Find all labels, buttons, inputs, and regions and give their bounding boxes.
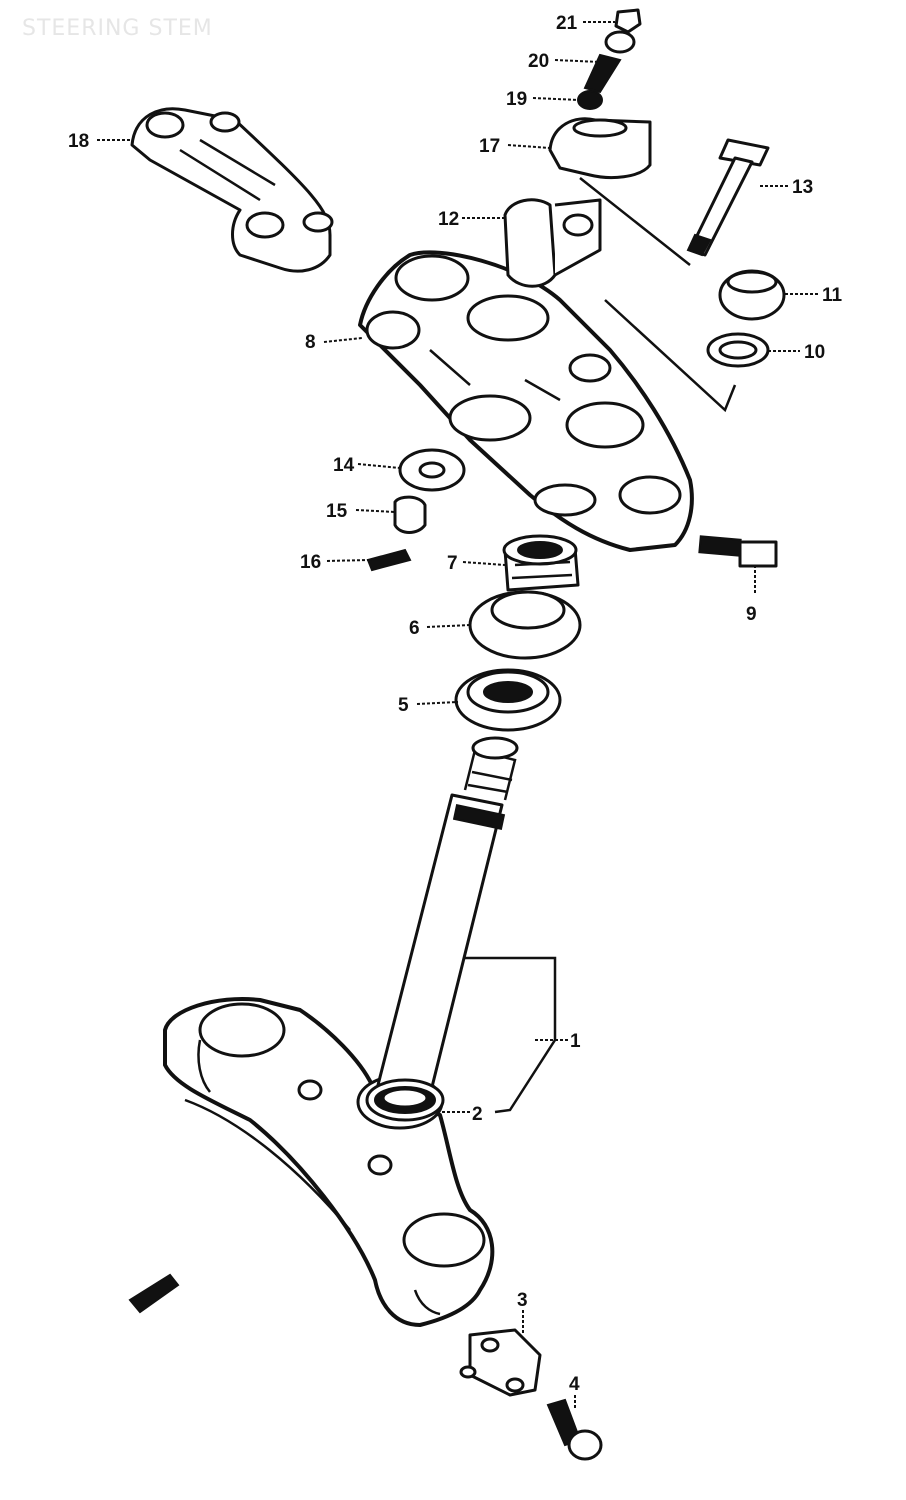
label-part-21: 21 — [556, 13, 578, 34]
label-part-1: 1 — [570, 1031, 581, 1052]
bearing-5 — [454, 668, 562, 732]
cap-nut-11 — [718, 269, 786, 321]
label-part-10: 10 — [804, 342, 825, 363]
washer-19 — [577, 90, 603, 110]
washer-14 — [398, 448, 466, 492]
label-part-16: 16 — [300, 552, 321, 573]
label-part-3: 3 — [517, 1290, 528, 1311]
label-part-14: 14 — [333, 455, 355, 476]
diagram-title: STEERING STEM — [22, 16, 213, 41]
label-part-19: 19 — [506, 89, 527, 110]
nut-15 — [393, 495, 427, 534]
upper-bracket-8 — [358, 250, 694, 552]
holder-17 — [548, 117, 652, 180]
label-part-17: 17 — [479, 136, 500, 157]
assembly-line-13 — [579, 177, 737, 413]
label-part-5: 5 — [398, 695, 409, 716]
label-part-11: 11 — [822, 285, 843, 306]
screw-16 — [366, 548, 412, 572]
label-part-13: 13 — [792, 177, 813, 198]
stem-tube — [376, 736, 519, 1097]
washer-10 — [706, 332, 770, 368]
bracket-line-1 — [465, 956, 557, 1114]
label-part-15: 15 — [326, 501, 348, 522]
bracket-3 — [459, 1328, 542, 1397]
holder-12 — [503, 198, 602, 288]
label-part-18: 18 — [68, 131, 89, 152]
label-part-12: 12 — [438, 209, 459, 230]
cap-21 — [614, 8, 642, 34]
bolt-20 — [583, 30, 636, 94]
lower-bearing-2 — [365, 1078, 445, 1122]
label-part-20: 20 — [528, 51, 549, 72]
bolt-4 — [546, 1398, 603, 1461]
label-part-4: 4 — [569, 1374, 580, 1395]
lower-bracket — [163, 997, 495, 1327]
label-part-9: 9 — [746, 604, 757, 625]
bolt-9 — [698, 535, 778, 568]
label-part-8: 8 — [305, 332, 316, 353]
stem-nut-7 — [502, 534, 580, 592]
label-part-6: 6 — [409, 618, 420, 639]
race-6 — [468, 590, 582, 660]
label-part-7: 7 — [447, 553, 458, 574]
handlebar-holder-18 — [130, 107, 334, 273]
label-part-2: 2 — [472, 1104, 483, 1125]
bolt-13 — [686, 138, 770, 257]
front-arrow-icon — [128, 1273, 180, 1314]
